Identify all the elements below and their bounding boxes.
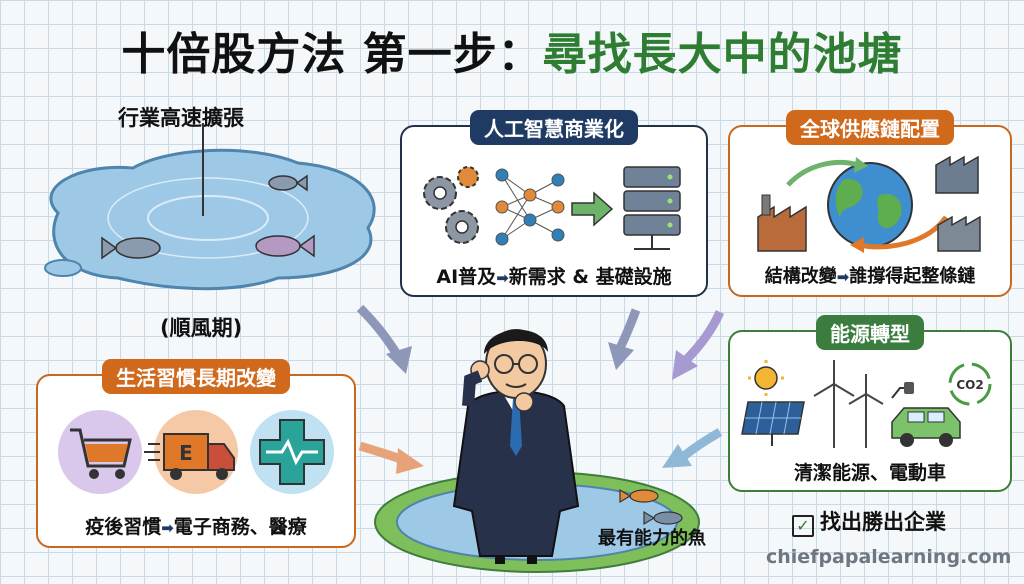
arrow-icon [356, 304, 412, 374]
arrow-right-icon: ➡ [836, 268, 850, 286]
energy-tag: 能源轉型 [816, 315, 924, 350]
pond-illustration [44, 123, 376, 291]
delivery-truck-icon: E [144, 433, 235, 480]
co2-recycle-icon: CO2 [948, 362, 992, 406]
factory-icon [937, 215, 981, 252]
winner-row: ✓ 找出勝出企業 [792, 506, 946, 537]
co2-label: CO2 [956, 378, 983, 392]
ai-caption-right: 新需求 & 基礎設施 [508, 266, 672, 288]
curved-arrow-icon [786, 160, 859, 187]
pond-label-bottom: (順風期) [160, 316, 243, 340]
arrow-icon [672, 310, 725, 380]
shopping-cart-icon [70, 428, 132, 479]
arrow-right-icon: ➡ [496, 269, 509, 287]
life-tag: 生活習慣長期改變 [102, 359, 290, 394]
lifestyle-box: 生活習慣長期改變 E 疫後習慣➡電子商務、醫療 [36, 359, 356, 548]
businessman-illustration [452, 329, 580, 564]
pond-label-top: 行業高速擴張 [118, 106, 244, 130]
fish-icon [643, 510, 683, 526]
supply-tag: 全球供應鏈配置 [786, 110, 954, 145]
title-main: 十倍股方法 第一步： [121, 29, 543, 80]
energy-icons: CO2 [741, 360, 992, 448]
globe-icon [827, 162, 913, 248]
supply-icons [757, 155, 981, 253]
fish-pond-label: 最有能力的魚 [598, 528, 706, 549]
energy-caption: 清潔能源、電動車 [793, 462, 946, 484]
gear-icon [445, 210, 479, 244]
neural-network-icon [495, 168, 565, 246]
title-highlight: 尋找長大中的池塘 [542, 29, 903, 80]
arrow-right-icon [571, 191, 614, 227]
solar-panel-icon [741, 401, 805, 446]
page-title: 十倍股方法 第一步：尋找長大中的池塘 [0, 18, 1024, 82]
life-caption-left: 疫後習慣 [85, 516, 162, 538]
life-caption-right: 電子商務、醫療 [173, 516, 307, 538]
truck-letter: E [179, 441, 193, 465]
server-icon [623, 166, 681, 250]
medical-cross-icon [259, 419, 325, 485]
ai-tag: 人工智慧商業化 [470, 110, 638, 145]
arrow-icon [608, 308, 641, 370]
supply-caption-right: 誰撐得起整條鏈 [849, 266, 976, 287]
wind-turbine-icon [848, 374, 884, 448]
ai-caption-left: AI普及 [436, 266, 497, 288]
fish-icon [619, 488, 659, 504]
ai-icons [423, 166, 681, 250]
ev-car-icon [891, 382, 961, 447]
life-caption: 疫後習慣➡電子商務、醫療 [38, 512, 354, 539]
supply-caption: 結構改變➡誰撐得起整條鏈 [730, 262, 1010, 288]
wind-turbine-icon [813, 360, 855, 448]
gear-icon [457, 166, 479, 188]
gear-icon [423, 176, 457, 210]
fish-icon [255, 234, 315, 258]
watermark: chiefpapalearning.com [766, 546, 1012, 568]
factory-icon [935, 155, 979, 194]
supply-chain-box: 全球供應鏈配置 結構改變➡誰撐得起整條鏈 [728, 110, 1012, 297]
supply-caption-left: 結構改變 [764, 266, 837, 287]
winner-label: 找出勝出企業 [820, 510, 946, 534]
factory-icon [757, 194, 807, 252]
sun-icon [748, 360, 784, 396]
arrow-right-icon: ➡ [161, 519, 174, 537]
ai-commercialization-box: 人工智慧商業化 [400, 110, 708, 297]
arrow-icon [358, 441, 424, 474]
life-icons: E [58, 410, 334, 494]
ai-caption: AI普及➡新需求 & 基礎設施 [402, 262, 706, 289]
arrow-icon [662, 428, 723, 468]
checkbox-icon: ✓ [792, 515, 814, 537]
energy-transition-box: 能源轉型 [728, 315, 1012, 492]
fish-icon [268, 174, 308, 192]
fish-icon [101, 236, 161, 260]
